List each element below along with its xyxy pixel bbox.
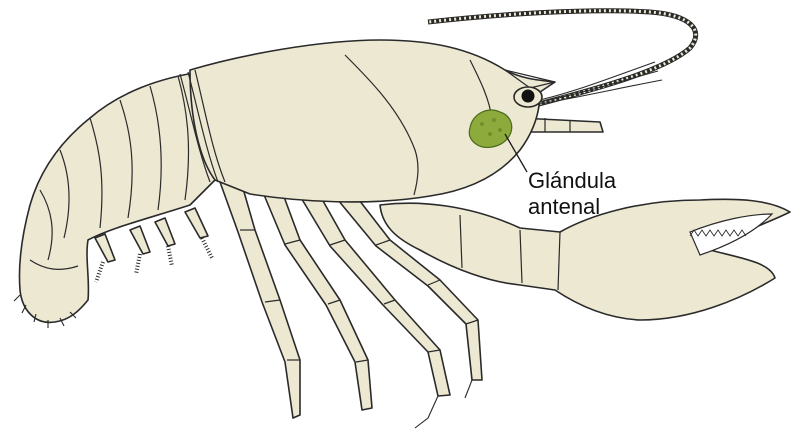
abdomen: [14, 72, 215, 328]
callout-label-line-2: antenal: [528, 194, 600, 219]
callout-label-line-1: Glándula: [528, 168, 617, 193]
eye: [514, 87, 542, 107]
antennules: [540, 62, 662, 104]
